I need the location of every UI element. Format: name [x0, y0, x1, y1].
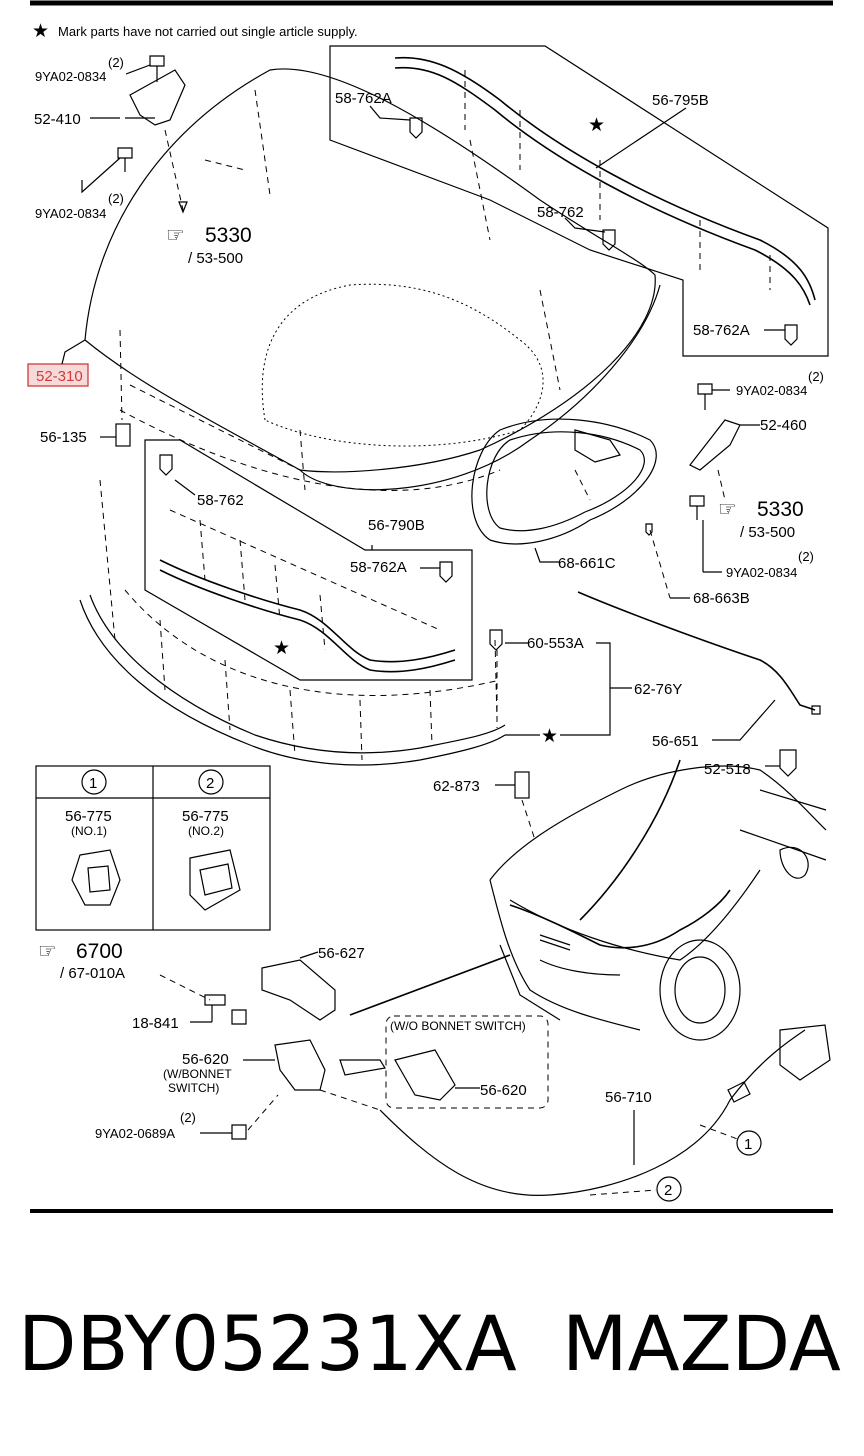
svg-text:★: ★ [273, 637, 290, 659]
footer-brand: MAZDA [562, 1299, 841, 1388]
bumper-stop-drawing [100, 423, 131, 447]
table-col1-part: 56-775 [65, 808, 112, 825]
bonnet-drawing [84, 68, 661, 491]
label-seal-top-clip-a2: 58-762A [693, 322, 750, 339]
label-qty-latch-bolt: (2) [180, 1110, 196, 1125]
label-bolt-hinge-l-bot: 9YA02-0834 [35, 206, 106, 221]
prop-rod-drawing: ★ [489, 591, 821, 747]
label-latch-cover: 56-627 [318, 945, 365, 962]
label-bonnet-cable: 56-651 [652, 733, 699, 750]
label-seal-top-clip-a1: 58-762A [335, 90, 392, 107]
label-seal-clip: 68-663B [693, 590, 750, 607]
label-ref-53500-r: / 53-500 [740, 524, 795, 541]
label-bolt-hinge-r-top: 9YA02-0834 [736, 383, 807, 398]
table-col1-sub: (NO.1) [71, 824, 107, 838]
label-qty-hinge-l-top: (2) [108, 55, 124, 70]
label-latch-bolt: 9YA02-0689A [95, 1126, 175, 1141]
label-seal-top: 56-795B [652, 92, 709, 109]
label-bolt-hinge-r-bot: 9YA02-0834 [726, 565, 797, 580]
note-text: Mark parts have not carried out single a… [58, 24, 358, 39]
bonnet-label-highlight [27, 363, 89, 387]
seal-top-box: ★ [329, 45, 829, 357]
engine-seal-drawing [471, 418, 690, 599]
label-qty-hinge-l-bot: (2) [108, 191, 124, 206]
lower-panel-drawing [79, 479, 506, 766]
label-seal-weather: 68-661C [558, 555, 616, 572]
table-col2-part: 56-775 [182, 808, 229, 825]
label-wo-switch: (W/O BONNET SWITCH) [390, 1019, 526, 1033]
label-latch-wo: 56-620 [480, 1082, 527, 1099]
label-ref-5330-l: 5330 [205, 224, 252, 247]
label-bonnet: 52-310 [36, 368, 83, 385]
label-hinge-l: 52-410 [34, 111, 81, 128]
hinge-right-drawing [689, 383, 760, 573]
footer-part-number: DBY05231XA [18, 1299, 517, 1388]
car-drawing [489, 765, 827, 1041]
label-bumper-stop: 56-135 [40, 429, 87, 446]
svg-text:★: ★ [541, 725, 558, 747]
star-icon: ★ [32, 20, 49, 42]
latch-drawing [159, 951, 549, 1140]
table-col2-sub: (NO.2) [188, 824, 224, 838]
label-qty-hinge-r-top: (2) [808, 369, 824, 384]
leaders-top [369, 105, 785, 331]
label-prop-rod: 62-76Y [634, 681, 682, 698]
label-latch-w-note1: (W/BONNET [163, 1067, 232, 1081]
label-bolt-hinge-l-top: 9YA02-0834 [35, 69, 106, 84]
label-insulator-clip-a: 58-762A [350, 559, 407, 576]
label-rod-holder: 60-553A [527, 635, 584, 652]
label-cushion: 62-873 [433, 778, 480, 795]
label-release-cable: 56-710 [605, 1089, 652, 1106]
label-insulator: 56-790B [368, 517, 425, 534]
label-hinge-r: 52-460 [760, 417, 807, 434]
table-col2-num: 2 [206, 775, 214, 792]
label-insulator-clip: 58-762 [197, 492, 244, 509]
callout-2: 2 [664, 1182, 672, 1199]
callout-1: 1 [744, 1136, 752, 1153]
bonnet-cable-drawing [579, 699, 797, 921]
hand-pointer-icon: ☞ [166, 223, 185, 247]
svg-text:★: ★ [588, 114, 605, 136]
hand-pointer-icon: ☞ [38, 939, 57, 963]
cushion-drawing [495, 771, 536, 841]
label-ref-53500-l: / 53-500 [188, 250, 243, 267]
label-ref-67010a: / 67-010A [60, 965, 125, 982]
table-col1-num: 1 [89, 775, 97, 792]
label-seal-top-clip: 58-762 [537, 204, 584, 221]
release-cable-drawing [379, 1024, 831, 1202]
insulator-box: ★ [144, 439, 473, 681]
label-latch-w: 56-620 [182, 1051, 229, 1068]
label-ref-6700: 6700 [76, 940, 123, 963]
label-harness: 18-841 [132, 1015, 179, 1032]
label-ref-5330-r: 5330 [757, 498, 804, 521]
label-latch-w-note2: SWITCH) [168, 1081, 219, 1095]
label-cable-clip: 52-518 [704, 761, 751, 778]
hinge-left-drawing [81, 55, 188, 214]
clip-table [35, 765, 271, 931]
label-qty-hinge-r-bot: (2) [798, 549, 814, 564]
hand-pointer-icon: ☞ [718, 497, 737, 521]
